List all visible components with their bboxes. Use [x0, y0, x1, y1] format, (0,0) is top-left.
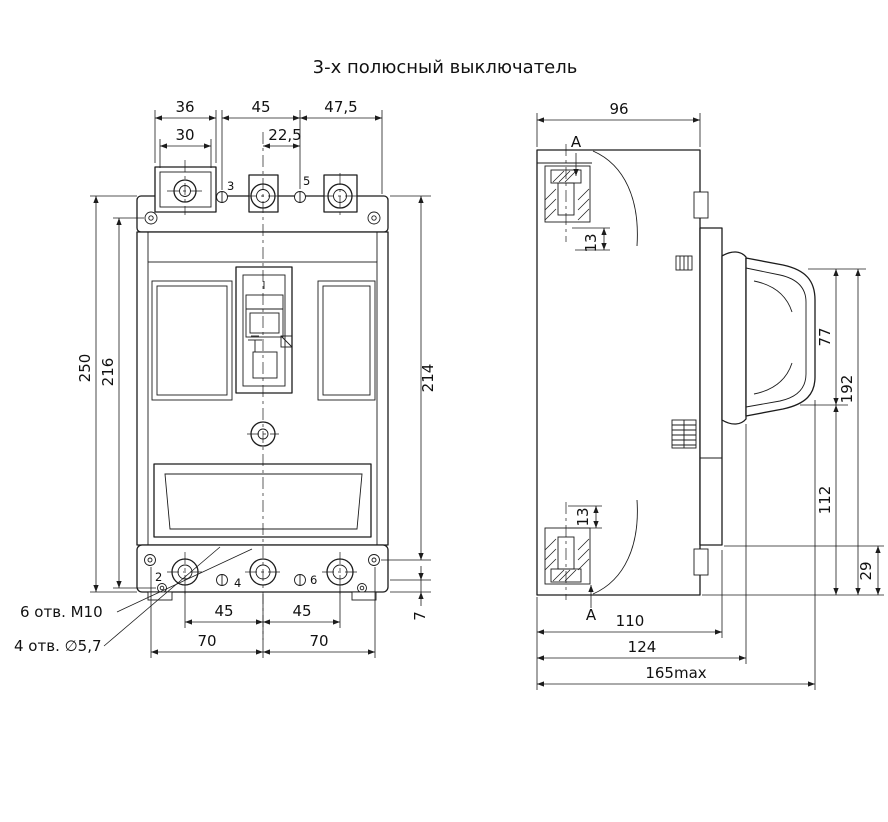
dim-214: 214 — [419, 364, 437, 393]
dim-45-bottom-right: 45 — [292, 602, 311, 620]
terminal-2-label: 2 — [155, 570, 162, 584]
front-toggle-handle — [235, 266, 293, 394]
terminal-3-label: 3 — [227, 179, 234, 193]
side-section-bottom — [544, 499, 638, 600]
side-view — [536, 144, 816, 600]
dim-45-top: 45 — [251, 98, 270, 116]
dim-250: 250 — [76, 354, 94, 383]
dim-110: 110 — [616, 612, 645, 630]
dim-29: 29 — [857, 561, 875, 580]
terminal-4-label: 4 — [234, 576, 241, 590]
dim-96: 96 — [609, 100, 628, 118]
front-label-recess — [153, 463, 372, 538]
side-handle-bump — [745, 257, 816, 417]
dim-124: 124 — [628, 638, 657, 656]
side-section-top — [544, 144, 638, 247]
terminal-5-label: 5 — [303, 174, 310, 188]
terminal-6-label: 6 — [310, 573, 317, 587]
side-view-dimensions: 96 A A 13 13 77 112 192 29 — [536, 100, 884, 690]
side-cover — [699, 227, 723, 546]
dim-13-top: 13 — [582, 233, 600, 252]
dim-47-5: 47,5 — [324, 98, 357, 116]
dim-165max: 165max — [645, 664, 706, 682]
note-4-holes-5-7: 4 отв. ∅5,7 — [14, 637, 102, 655]
dim-70-right: 70 — [309, 632, 328, 650]
note-6-holes-m10: 6 отв. М10 — [20, 603, 103, 621]
drawing-title: 3-х полюсный выключатель — [313, 57, 578, 78]
section-label-a-top: A — [571, 133, 582, 151]
dim-112: 112 — [816, 486, 834, 515]
dim-77: 77 — [816, 327, 834, 346]
section-label-a-bottom: A — [586, 606, 597, 624]
dim-192: 192 — [838, 375, 856, 404]
dim-7: 7 — [411, 611, 429, 621]
dim-36: 36 — [175, 98, 194, 116]
dim-216: 216 — [99, 358, 117, 387]
dim-13-bottom: 13 — [574, 507, 592, 526]
front-view: 3 5 2 4 6 — [136, 132, 389, 640]
dim-22-5: 22,5 — [268, 126, 301, 144]
dim-70-left: 70 — [197, 632, 216, 650]
dim-45-bottom-left: 45 — [214, 602, 233, 620]
dim-30: 30 — [175, 126, 194, 144]
front-view-dimensions: 36 45 47,5 30 22,5 250 216 214 7 — [14, 98, 437, 658]
